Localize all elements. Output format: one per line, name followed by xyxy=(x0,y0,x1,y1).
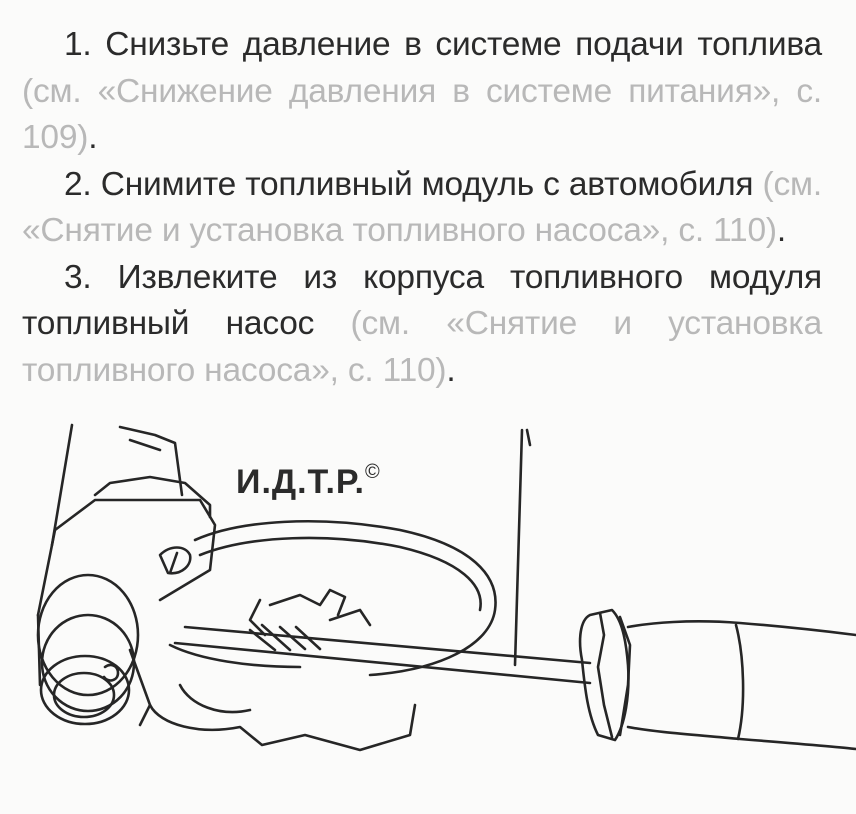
fuel-pump-removal-illustration xyxy=(0,405,856,814)
screwdriver-shaft xyxy=(173,641,592,685)
nozzle-bore xyxy=(52,671,116,719)
screwdriver-handle-groove xyxy=(734,623,745,741)
watermark-text: И.Д.Т.Р. xyxy=(236,463,365,501)
pump-body-rib xyxy=(260,623,292,652)
instruction-step-1: 1. Снизьте давление в системе подачи топ… xyxy=(22,22,822,162)
step-2-period: . xyxy=(776,212,786,249)
instruction-step-2: 2. Снимите топливный модуль с автомобиля… xyxy=(22,162,822,255)
nozzle-detail xyxy=(102,663,120,682)
latch-tab xyxy=(268,588,347,617)
step-3-text: 3. Извлеките из корпуса топливного модул… xyxy=(22,258,822,343)
module-base-outline xyxy=(148,703,417,752)
watermark: И.Д.Т.Р.© xyxy=(236,461,381,502)
screwdriver-handle xyxy=(626,620,856,637)
fitting-slot xyxy=(168,551,179,575)
step-1-period: . xyxy=(88,119,98,156)
latch-tab xyxy=(248,598,267,637)
retaining-ring xyxy=(168,643,302,669)
fitting-block xyxy=(93,475,212,519)
step-3-reference: (см. «Снятие и установка топливного насо… xyxy=(22,305,822,389)
retaining-ring xyxy=(198,536,482,612)
pump-body-rib xyxy=(278,625,307,651)
screwdriver-shaft xyxy=(183,625,592,665)
module-outline-line xyxy=(513,428,524,667)
instructions-text: 1. Снизьте давление в системе подачи топ… xyxy=(22,22,822,394)
nozzle-outer-ring xyxy=(36,573,140,697)
fuel-module-drawing xyxy=(36,423,856,752)
module-outline-line xyxy=(50,423,74,547)
instruction-step-3: 3. Извлеките из корпуса топливного модул… xyxy=(22,255,822,395)
nozzle-inner-ring xyxy=(39,654,131,726)
step-3-period: . xyxy=(446,351,456,389)
fitting-slot xyxy=(158,546,192,575)
screwdriver-handle xyxy=(626,725,856,751)
nozzle-side xyxy=(128,648,152,727)
module-outline-line xyxy=(128,438,162,452)
copyright-symbol: © xyxy=(364,461,381,483)
step-2-text: 2. Снимите топливный модуль с автомобиля xyxy=(64,165,754,203)
step-1-text: 1. Снизьте давление в системе подачи топ… xyxy=(64,26,822,63)
screwdriver-collar-edge xyxy=(596,611,614,739)
module-outline-line xyxy=(118,425,184,497)
latch-tab xyxy=(328,608,372,627)
screwdriver-collar xyxy=(578,608,630,742)
screwdriver-collar-edge xyxy=(618,615,632,737)
module-base-outline xyxy=(178,683,252,714)
nozzle-side xyxy=(36,613,42,687)
step-1-reference: (см. «Снижение давления в системе питани… xyxy=(22,72,822,157)
fitting-block xyxy=(53,498,217,602)
module-outline-line xyxy=(525,428,532,447)
nozzle-side xyxy=(36,528,57,617)
step-2-reference: (см. «Снятие и установка топливного насо… xyxy=(22,165,822,250)
